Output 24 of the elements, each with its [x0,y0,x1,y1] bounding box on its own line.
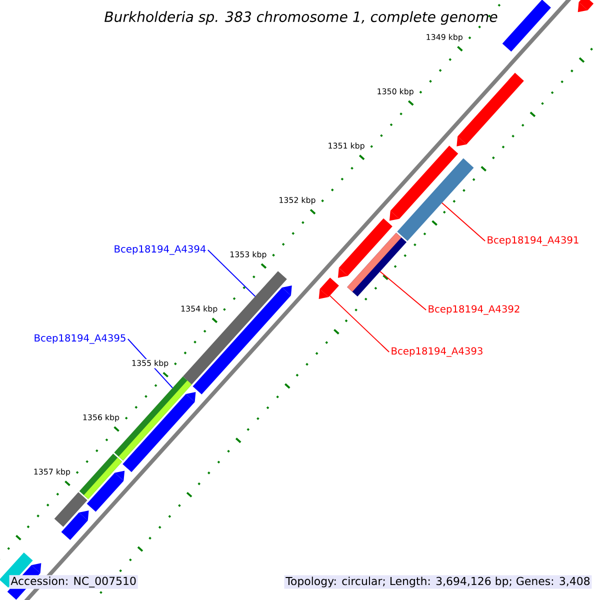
gene-bar [86,470,125,512]
gene-bar [122,392,196,472]
gene-label: Bcep18194_A4393 [392,347,482,357]
leader-line [207,250,256,297]
gene-label: Bcep18194_A4391 [488,236,578,246]
gene-bar [397,158,474,242]
gene-bar [54,492,88,527]
gene-bar [502,0,551,52]
gene-label: Bcep18194_A4392 [428,305,520,315]
gene-bar [79,454,122,500]
gene-bar [338,218,392,278]
leader-line [380,270,427,310]
gene-bar [456,72,524,146]
gene-label: Bcep18194_A4395 [34,334,126,344]
gene-bar [578,0,594,12]
gene-label: Bcep18194_A4394 [114,245,206,255]
gene-bar [389,146,458,221]
info-text: Topology: circular; Length: 3,694,126 bp; Genes: 3,408 [284,575,592,589]
gene-bar [61,510,89,540]
title: Burkholderia sp. 383 chromosome 1, complete genome [104,11,498,25]
gene-bar [182,271,287,385]
leader-line [329,295,390,352]
info-text: Accession: NC_007510 [9,575,138,589]
gene-bar [318,278,339,299]
